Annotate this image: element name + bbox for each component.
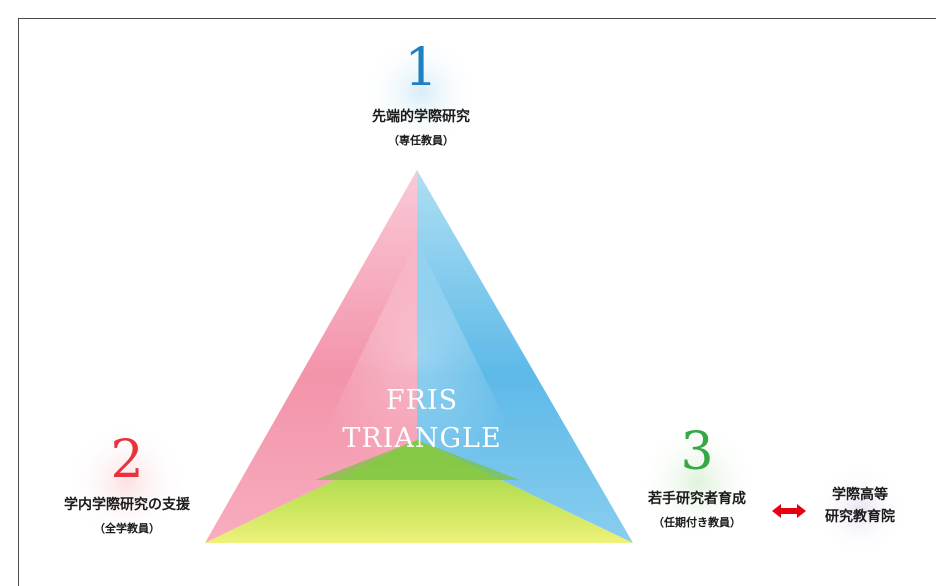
triangle-inner-highlight bbox=[305, 240, 530, 470]
vertex-1-number: 1 bbox=[391, 42, 451, 94]
center-title-line-1: FRIS bbox=[385, 385, 459, 416]
partner-glow bbox=[814, 464, 906, 556]
vertex-2-number: 2 bbox=[97, 434, 157, 486]
partner-institution: 学際高等 研究教育院 bbox=[812, 484, 908, 528]
vertex-1-glow bbox=[363, 34, 479, 150]
vertex-1-label: 先端的学際研究 （専任教員） bbox=[336, 106, 506, 148]
vertex-1-number-text: 1 bbox=[404, 38, 438, 98]
vertex-3-title: 若手研究者育成 bbox=[648, 491, 746, 507]
vertex-2-label: 学内学際研究の支援 （全学教員） bbox=[37, 494, 217, 536]
vertex-2-number-text: 2 bbox=[110, 430, 144, 490]
partner-line-2: 研究教育院 bbox=[825, 509, 895, 525]
vertex-3-glow bbox=[636, 420, 760, 544]
vertex-3-number-text: 3 bbox=[680, 422, 714, 482]
triangle-bottom-inner bbox=[315, 440, 520, 480]
double-arrow-icon bbox=[772, 504, 806, 518]
vertex-2-glow bbox=[67, 422, 187, 542]
vertex-2-subtitle: （全学教員） bbox=[94, 522, 160, 535]
frame-border bbox=[18, 18, 936, 586]
vertex-1-title: 先端的学際研究 bbox=[372, 109, 470, 125]
vertex-2-title: 学内学際研究の支援 bbox=[64, 497, 190, 513]
vertex-3-label: 若手研究者育成 （任期付き教員） bbox=[617, 488, 777, 530]
center-title-line-2: TRIANGLE bbox=[342, 423, 502, 454]
vertex-1-subtitle: （専任教員） bbox=[388, 134, 454, 147]
triangle-bottom-face bbox=[205, 440, 633, 543]
triangle-center-title: FRIS TRIANGLE bbox=[320, 382, 524, 458]
vertex-3-subtitle: （任期付き教員） bbox=[653, 516, 741, 529]
partner-line-1: 学際高等 bbox=[832, 487, 888, 503]
vertex-3-number: 3 bbox=[667, 426, 727, 478]
